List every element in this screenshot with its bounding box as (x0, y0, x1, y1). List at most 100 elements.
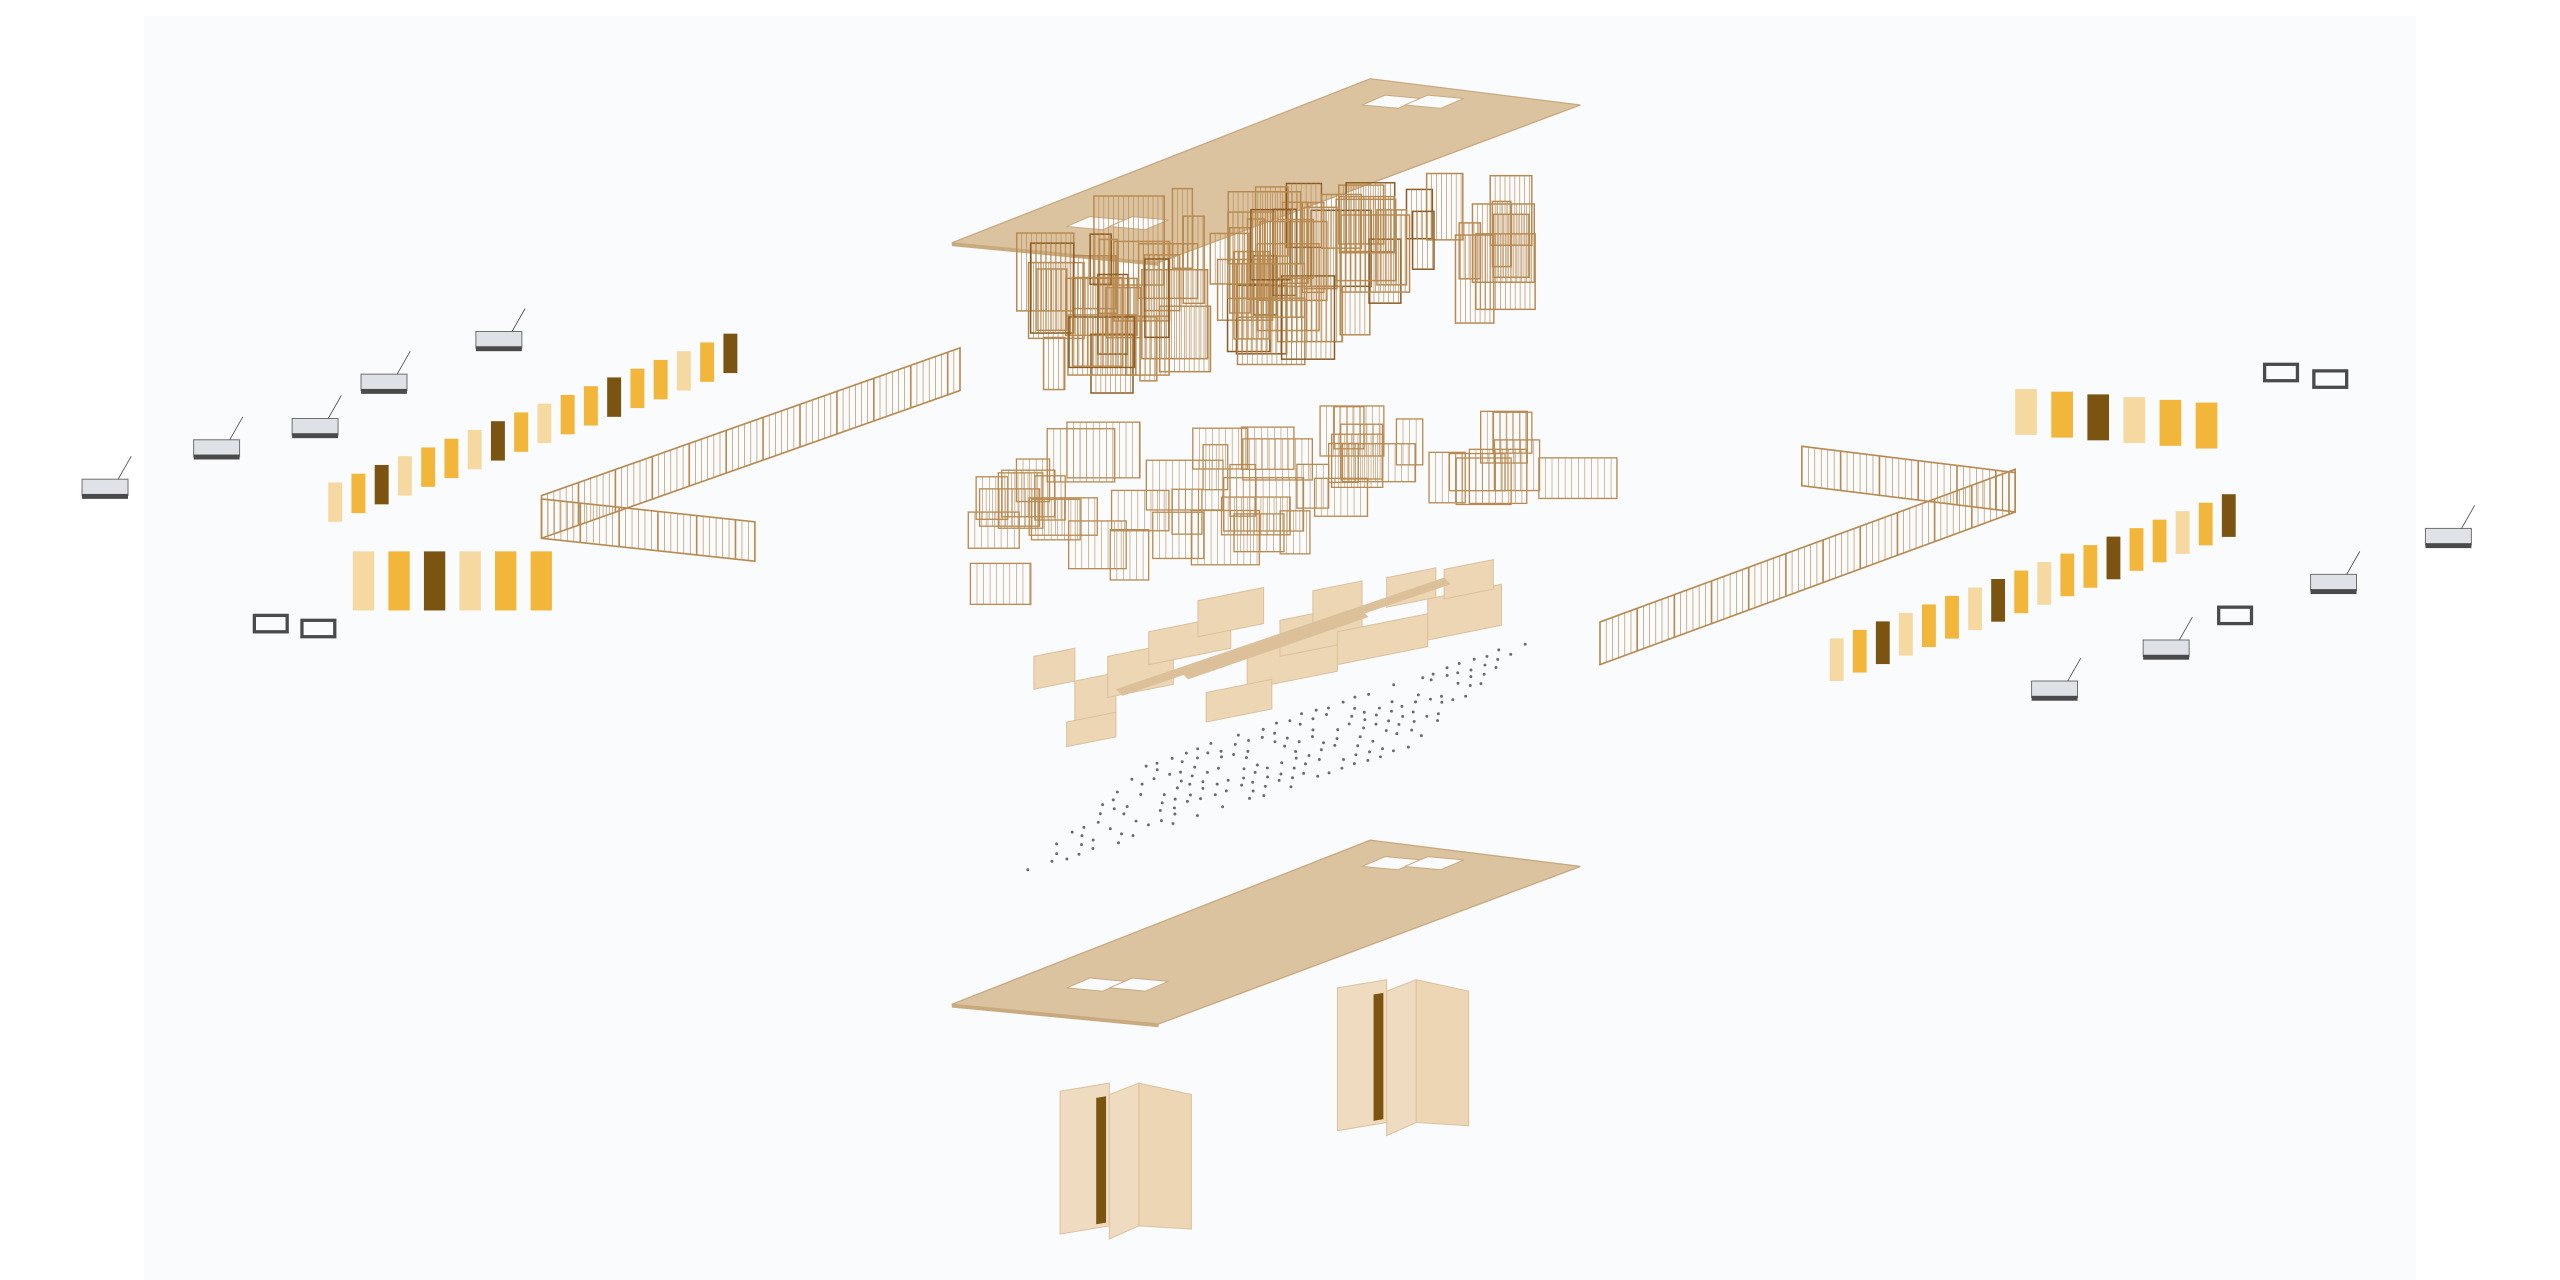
column-point (1425, 714, 1429, 718)
wall-frame-outline (1068, 520, 1127, 570)
window-panel (490, 421, 505, 461)
column-point (1172, 806, 1176, 810)
timber-frame (1071, 276, 1124, 368)
column-point (1436, 719, 1439, 723)
frame-outline (1093, 195, 1166, 286)
facade-frame-wall (1599, 468, 2016, 666)
column-point (1307, 754, 1311, 758)
window-panel (2195, 402, 2218, 449)
balcony-deck (2031, 695, 2078, 701)
column-point (1179, 770, 1183, 774)
window-panel (423, 551, 446, 611)
window-panel (2014, 570, 2029, 614)
balcony-tie-rod (396, 350, 411, 375)
column-point (1155, 768, 1159, 772)
column-point (1080, 843, 1084, 847)
slab-plate (951, 839, 1581, 1025)
frame-outline (1098, 238, 1118, 314)
wall-frame (1492, 411, 1533, 454)
column-point (1077, 852, 1081, 856)
wall-frame (1030, 498, 1081, 541)
column-point (1160, 801, 1164, 805)
column-point (1456, 671, 1460, 675)
clt-face (1066, 711, 1117, 748)
column-point (1326, 706, 1330, 710)
wall-frame (1190, 509, 1260, 566)
wall-frame-outline (1448, 452, 1506, 492)
column-point (1232, 752, 1236, 756)
column-point (1371, 739, 1375, 743)
column-point (1262, 794, 1266, 798)
window-panel (467, 429, 482, 470)
column-point (1362, 710, 1366, 714)
column-point (1294, 756, 1298, 760)
wall-frame (1223, 477, 1305, 532)
column-point (1216, 766, 1220, 770)
column-point (1247, 738, 1251, 742)
column-point (1319, 748, 1323, 752)
wall-frame (975, 476, 1009, 520)
column-point (1251, 780, 1255, 784)
timber-frame (1036, 268, 1068, 332)
balcony-tie-rod (229, 416, 244, 440)
timber-frame (1454, 234, 1495, 324)
wall-frame-outline (1428, 451, 1466, 504)
column-point (1065, 857, 1069, 861)
balcony-deck (292, 433, 339, 439)
column-point (1251, 789, 1255, 793)
frame-outline (1158, 305, 1212, 373)
timber-frame (1158, 305, 1212, 373)
window-panel (351, 473, 366, 514)
column-point (1108, 827, 1112, 831)
clt-beam (1181, 610, 1369, 680)
timber-frame (1209, 232, 1250, 285)
balcony-tie-rod (327, 395, 342, 419)
window-panel (421, 447, 436, 487)
wall-frame-outline (1468, 448, 1528, 505)
wall-frame (1448, 452, 1506, 492)
timber-frame (1411, 210, 1435, 270)
column-point (1429, 697, 1432, 701)
balcony-deck (2425, 543, 2472, 549)
window-panel (700, 342, 715, 382)
column-point (1139, 792, 1143, 796)
balcony-tie-rod (2346, 551, 2361, 575)
wall-frame (1279, 510, 1311, 555)
balcony-railing (81, 478, 129, 497)
wall-frame (1202, 444, 1229, 491)
wall-frame (1015, 458, 1051, 503)
column-point (1300, 712, 1304, 716)
wall-frame-outline (1538, 457, 1618, 500)
wall-frame-outline (1480, 410, 1528, 464)
column-point (1115, 790, 1119, 794)
window-panel (1829, 638, 1844, 682)
window-panel (328, 482, 343, 522)
column-point (1390, 709, 1393, 713)
column-point (1130, 777, 1134, 781)
column-point (1325, 712, 1329, 716)
column-point (1236, 733, 1240, 737)
column-point (1111, 798, 1115, 802)
balcony (2031, 657, 2082, 701)
clt-panel (1197, 586, 1265, 638)
window-panel (374, 464, 389, 505)
balcony (2142, 616, 2193, 660)
column-point (1196, 756, 1199, 760)
column-point (1314, 708, 1318, 712)
column-point (1173, 797, 1177, 801)
column-point (1280, 761, 1284, 765)
balcony (475, 308, 526, 352)
wall-frame-outline (1066, 421, 1141, 479)
column-point (1091, 838, 1095, 842)
column-point (1352, 762, 1356, 766)
column-point (1193, 765, 1197, 769)
column-point (1358, 735, 1362, 739)
window-panel (2221, 494, 2236, 537)
wall-frame-outline (1340, 423, 1384, 480)
window-panel (723, 333, 738, 374)
column-point (1255, 763, 1259, 767)
frame-outline (1492, 213, 1530, 279)
column-point (1224, 789, 1228, 793)
balcony-railing (475, 330, 523, 349)
wall-frame-outline (1279, 510, 1311, 555)
